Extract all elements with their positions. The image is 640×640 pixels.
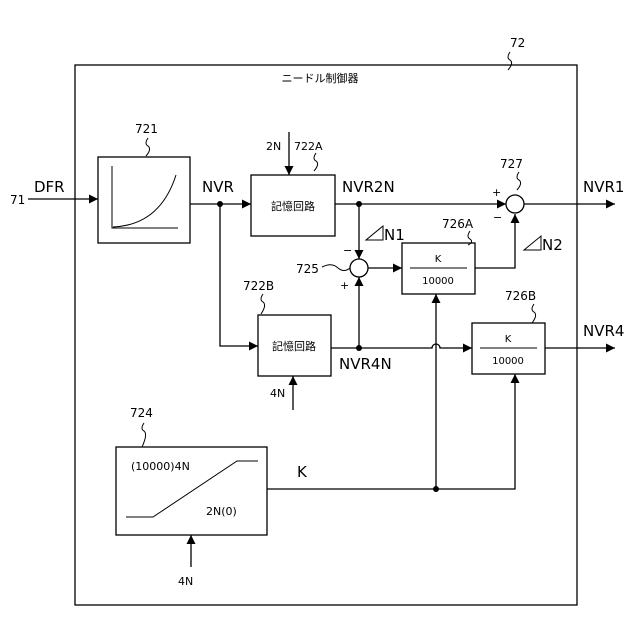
signal-nvr2n: NVR2N (342, 178, 395, 196)
controller-ref: 72 (510, 36, 525, 50)
block-724-lower: 2N(0) (206, 505, 237, 518)
output-4-label: NVR4 (583, 322, 624, 340)
memory-b-label: 記憶回路 (272, 339, 316, 353)
adder-725 (350, 259, 368, 277)
delta-n2-label: N2 (542, 236, 563, 254)
block-724-input: 4N (178, 575, 193, 588)
input-label: DFR (34, 178, 65, 196)
divider-b-numerator: K (505, 334, 512, 345)
adder-727-ref: 727 (500, 157, 523, 171)
delta-n1-label: N1 (384, 226, 405, 244)
adder-725-minus: − (343, 244, 352, 257)
block-721-ref: 721 (135, 122, 158, 136)
signal-nvr4n: NVR4N (339, 355, 392, 373)
block-724-ref: 724 (130, 406, 153, 420)
adder-725-ref: 725 (296, 262, 319, 276)
divider-b-denominator: 10000 (492, 356, 524, 367)
output-1-label: NVR1 (583, 178, 624, 196)
signal-k: K (297, 463, 308, 481)
memory-b-control: 4N (270, 387, 285, 400)
divider-a-denominator: 10000 (422, 276, 454, 287)
input-ref: 71 (10, 193, 25, 207)
adder-727-plus: + (492, 186, 501, 199)
divider-a-numerator: K (435, 254, 442, 265)
memory-a-control: 2N (266, 140, 281, 153)
adder-725-plus: + (340, 279, 349, 292)
controller-title: ニードル制御器 (282, 71, 359, 85)
memory-b-ref: 722B (243, 279, 274, 293)
divider-a-ref: 726A (442, 217, 474, 231)
memory-a-ref: 722A (294, 140, 323, 153)
adder-727 (506, 195, 524, 213)
signal-nvr: NVR (202, 178, 234, 196)
memory-a-label: 記憶回路 (271, 199, 315, 213)
divider-b-ref: 726B (505, 289, 536, 303)
adder-727-minus: − (493, 211, 502, 224)
block-724-upper: (10000)4N (131, 460, 190, 473)
